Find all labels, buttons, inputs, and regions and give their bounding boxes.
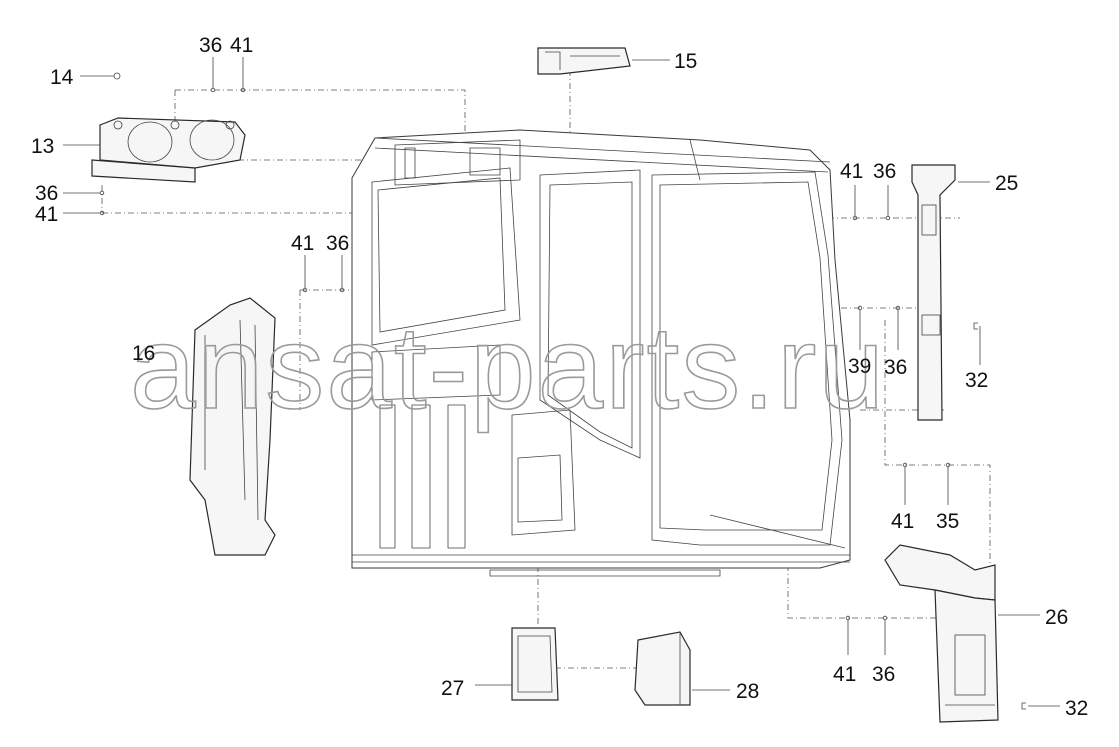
callout-26: 26 xyxy=(1045,606,1068,629)
callout-13: 13 xyxy=(31,135,54,158)
callout-36-top: 36 xyxy=(199,34,222,57)
callout-36-mid: 36 xyxy=(326,232,349,255)
callout-28: 28 xyxy=(736,680,759,703)
callout-32-upper: 32 xyxy=(965,369,988,392)
callout-41-upper-right: 41 xyxy=(840,160,863,183)
part-13-panel xyxy=(91,117,246,183)
callout-25: 25 xyxy=(995,172,1018,195)
part-25-pillar-cover xyxy=(911,164,956,421)
callout-41-top: 41 xyxy=(230,34,253,57)
callout-35: 35 xyxy=(936,510,959,533)
callout-36-left: 36 xyxy=(35,182,58,205)
cab-frame xyxy=(351,129,851,577)
callout-41-left: 41 xyxy=(35,203,58,226)
callout-36-upper-right: 36 xyxy=(873,160,896,183)
callout-41-mid: 41 xyxy=(291,232,314,255)
part-27-box xyxy=(511,627,559,701)
callout-41-bottom: 41 xyxy=(833,663,856,686)
callout-41-lower-right: 41 xyxy=(891,510,914,533)
callout-15: 15 xyxy=(674,50,697,73)
watermark-text: ansat-parts.ru xyxy=(130,302,886,434)
callout-39: 39 xyxy=(848,355,871,378)
fastener-markers xyxy=(99,72,1026,710)
callout-32-lower: 32 xyxy=(1065,697,1088,720)
callout-36-bottom: 36 xyxy=(872,663,895,686)
callout-27: 27 xyxy=(441,677,464,700)
callout-16: 16 xyxy=(132,342,155,365)
callout-14: 14 xyxy=(50,66,74,89)
part-26-lower-cover xyxy=(884,544,999,723)
part-28-cover xyxy=(634,631,691,706)
part-16-pillar-cover xyxy=(189,297,276,556)
leader-lines xyxy=(63,57,1060,707)
callout-36-right: 36 xyxy=(884,356,907,379)
callout-labels: 14 13 36 41 36 41 41 36 16 15 41 36 25 3… xyxy=(31,34,1088,720)
part-15-bracket xyxy=(537,47,631,75)
